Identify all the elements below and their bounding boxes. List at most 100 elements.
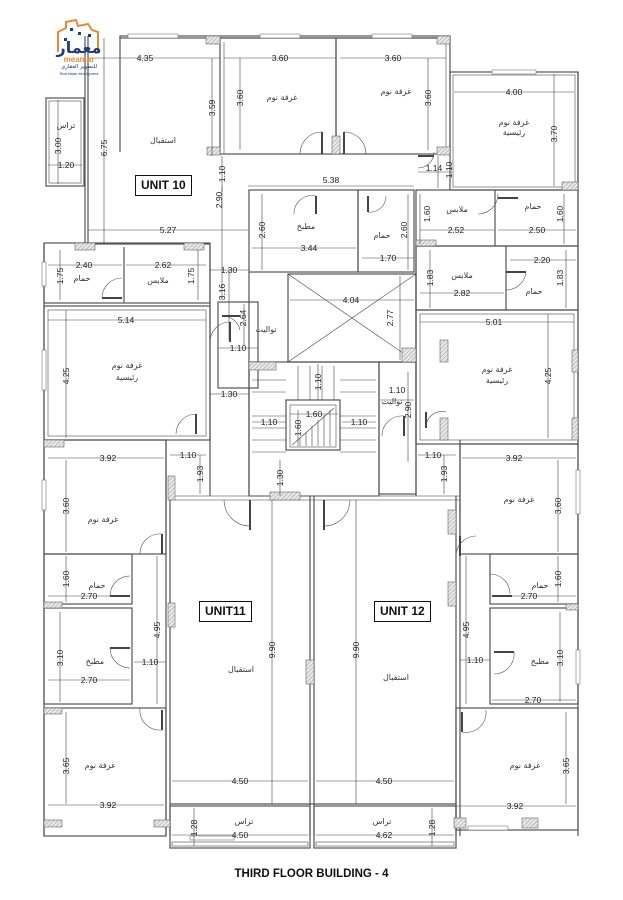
dim-label: 1.75 [186, 267, 196, 284]
dim-label: 1.83 [555, 269, 565, 286]
dim-label: 1.83 [425, 269, 435, 286]
dim-label: 3.16 [217, 283, 227, 300]
dimension-labels: 4.35 3.60 3.60 3.59 3.60 3.60 4.00 3.70 … [53, 53, 571, 840]
dim-label: 4.04 [343, 295, 360, 305]
dim-label: 3.59 [207, 99, 217, 116]
room-label-bedroom: غرفة نوم [267, 93, 298, 102]
dim-label: 9.90 [267, 641, 277, 658]
room-label-terrace: تراس [235, 817, 254, 826]
dim-label: 1.10 [351, 417, 368, 427]
dim-label: 4.95 [461, 621, 471, 638]
dim-label: 3.44 [301, 243, 318, 253]
logo-brand-en: meamar [63, 55, 95, 64]
dim-label: 3.92 [507, 801, 524, 811]
dim-label: 3.10 [55, 649, 65, 666]
dim-label: 3.60 [235, 89, 245, 106]
room-label-reception: استقبال [383, 673, 409, 682]
room-label-reception: استقبال [228, 665, 254, 674]
dim-label: 3.00 [53, 137, 63, 154]
dim-label: 5.14 [118, 315, 135, 325]
dim-label: 2.70 [81, 591, 98, 601]
doors [101, 131, 527, 733]
dim-label: 2.64 [238, 309, 248, 326]
dim-label: 6.75 [99, 139, 109, 156]
walls [43, 35, 579, 849]
dim-label: 1.60 [293, 419, 303, 436]
dim-label: 1.10 [217, 165, 227, 182]
dim-label: 3.92 [100, 453, 117, 463]
dim-label: 1.60 [61, 570, 71, 587]
dim-label: 3.92 [506, 453, 523, 463]
dim-label: 2.70 [81, 675, 98, 685]
dim-label: 2.20 [534, 255, 551, 265]
room-label-reception: استقبال [150, 136, 176, 145]
dim-label: 2.70 [525, 695, 542, 705]
dim-label: 3.60 [553, 497, 563, 514]
columns [43, 35, 579, 829]
dim-label: 5.38 [323, 175, 340, 185]
dim-label: 4.25 [543, 367, 553, 384]
dim-label: 9.90 [351, 641, 361, 658]
room-label-bedroom: غرفة نوم [510, 761, 541, 770]
dim-label: 1.20 [58, 160, 75, 170]
dim-label: 2.62 [155, 260, 172, 270]
dim-label: 1.14 [426, 163, 443, 173]
dim-label: 1.70 [380, 253, 397, 263]
room-label-master-bedroom: غرفة نوم [499, 118, 530, 127]
dim-label: 2.90 [214, 191, 224, 208]
dim-label: 1.10 [313, 373, 323, 390]
dim-label: 3.60 [272, 53, 289, 63]
dim-label: 2.70 [521, 591, 538, 601]
dim-label: 5.27 [160, 225, 177, 235]
dim-label: 1.10 [425, 450, 442, 460]
room-label-terrace: تراس [57, 121, 76, 130]
dim-label: 1.60 [306, 409, 323, 419]
dim-label: 1.60 [422, 205, 432, 222]
dim-label: 1.10 [389, 385, 406, 395]
dim-label: 1.30 [221, 389, 238, 399]
room-label-dressing: ملابس [446, 205, 467, 214]
dim-label: 1.30 [275, 469, 285, 486]
room-label-bedroom: غرفة نوم [381, 87, 412, 96]
dim-label: 2.90 [403, 401, 413, 418]
dim-label: 1.10 [180, 450, 197, 460]
room-label-master-bedroom: غرفة نوم [112, 361, 143, 370]
room-label-kitchen: مطبخ [531, 657, 549, 666]
room-label-terrace: تراس [373, 817, 392, 826]
dim-label: 2.77 [385, 309, 395, 326]
room-label-bathroom: حمام [532, 581, 549, 590]
dim-label: 2.50 [529, 225, 546, 235]
dim-label: 1.10 [467, 655, 484, 665]
room-label-bathroom: حمام [374, 231, 391, 240]
company-logo: معمار meamar للتطوير العقاري Real estate… [48, 18, 110, 80]
dim-label: 1.28 [189, 819, 199, 836]
dim-label: 1.93 [195, 465, 205, 482]
room-label-master-bedroom: غرفة نوم [482, 365, 513, 374]
room-label-master-bedroom: رئيسية [503, 128, 525, 137]
dim-label: 3.60 [423, 89, 433, 106]
dim-label: 3.70 [549, 125, 559, 142]
dim-label: 2.40 [76, 260, 93, 270]
room-label-toilet: تواليت [255, 325, 276, 334]
unit-10-label: UNIT 10 [135, 175, 192, 196]
room-label-master-bedroom: رئيسية [486, 376, 508, 385]
room-label-kitchen: مطبخ [86, 657, 104, 666]
logo-tagline-ar: للتطوير العقاري [60, 64, 98, 70]
dim-label: 2.82 [454, 288, 471, 298]
dim-label: 4.50 [232, 830, 249, 840]
dim-label: 4.62 [376, 830, 393, 840]
dim-label: 5.01 [486, 317, 503, 327]
room-label-bedroom: غرفة نوم [85, 761, 116, 770]
room-label-bathroom: حمام [74, 274, 91, 283]
room-label-bathroom: حمام [89, 581, 106, 590]
building-icon [57, 18, 99, 52]
dim-label: 4.50 [232, 776, 249, 786]
dim-label: 4.95 [152, 621, 162, 638]
room-label-bedroom: غرفة نوم [88, 515, 119, 524]
dim-label: 1.10 [444, 161, 454, 178]
dim-label: 1.28 [427, 819, 437, 836]
logo-brand-ar: معمار [56, 38, 102, 57]
room-label-master-bedroom: رئيسية [116, 373, 138, 382]
dim-label: 4.50 [376, 776, 393, 786]
dim-label: 1.93 [439, 465, 449, 482]
